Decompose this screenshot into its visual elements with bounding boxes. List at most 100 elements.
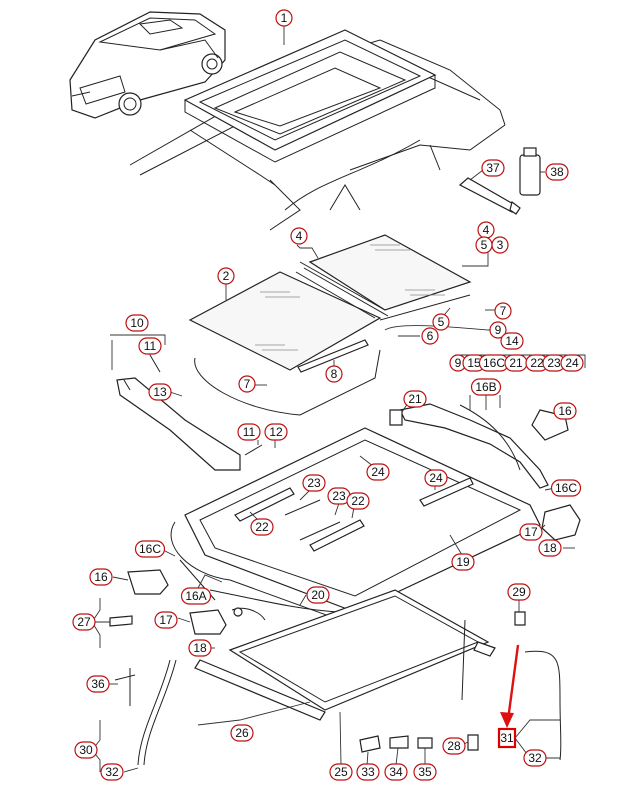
callout-p20-badge xyxy=(306,586,330,604)
callout-p10-text: 10 xyxy=(130,316,144,330)
callout-p24a: 24 xyxy=(560,354,584,372)
callout-p4a-badge xyxy=(290,227,308,245)
part-38-bottle-icon xyxy=(519,147,541,196)
callout-p24a-badge xyxy=(560,354,584,372)
small-hardware xyxy=(359,611,526,753)
callout-p29-badge xyxy=(507,583,531,601)
callout-p16c_a: 16C xyxy=(478,354,510,372)
callout-p16b: 16B xyxy=(470,378,502,396)
callout-p5a-text: 5 xyxy=(481,238,488,252)
callout-p4a: 4 xyxy=(290,227,308,245)
callout-p16-badge xyxy=(553,402,577,420)
callout-p18b: 18 xyxy=(188,639,212,657)
callout-p31: 31 xyxy=(497,727,517,749)
callout-p22c-text: 22 xyxy=(255,520,269,534)
callout-p18b-text: 18 xyxy=(193,641,207,655)
callout-p5a: 5 xyxy=(475,236,493,254)
callout-p20-text: 20 xyxy=(311,588,325,602)
callout-p6: 6 xyxy=(421,327,439,345)
callout-p35-text: 35 xyxy=(418,765,432,779)
callout-p37-text: 37 xyxy=(486,161,500,175)
callout-p7a-badge xyxy=(494,302,512,320)
callout-p16d: 16 xyxy=(89,568,113,586)
callout-p35: 35 xyxy=(413,763,437,781)
callout-p13: 13 xyxy=(148,383,172,401)
callout-p12-text: 12 xyxy=(269,425,283,439)
callout-p16c_a-text: 16C xyxy=(483,356,505,370)
callout-p15: 15 xyxy=(462,354,486,372)
part-4-front-glass-panel xyxy=(308,234,472,311)
callout-p8: 8 xyxy=(325,365,343,383)
callout-p17a-text: 17 xyxy=(524,525,538,539)
callout-p27-badge xyxy=(72,613,96,631)
callout-p7b-text: 7 xyxy=(244,377,251,391)
callout-p7a-text: 7 xyxy=(500,304,507,318)
callout-p24c-text: 24 xyxy=(429,471,443,485)
callout-p7a: 7 xyxy=(494,302,512,320)
callout-p36-text: 36 xyxy=(91,677,105,691)
callout-p21b-text: 21 xyxy=(408,392,422,406)
callout-p16c_c-text: 16C xyxy=(139,542,161,556)
callout-p38-text: 38 xyxy=(550,165,564,179)
callout-p18a-badge xyxy=(538,539,562,557)
callout-p16c_c-badge xyxy=(134,540,166,558)
callout-p13-text: 13 xyxy=(153,385,167,399)
callout-p16c_b-badge xyxy=(550,479,582,497)
callout-p11a-text: 11 xyxy=(144,339,157,353)
callout-p13-badge xyxy=(148,383,172,401)
callout-p16b-badge xyxy=(470,378,502,396)
callout-p1-text: 1 xyxy=(281,11,288,25)
callout-p23a: 23 xyxy=(542,354,566,372)
callout-p16b-text: 16B xyxy=(475,380,496,394)
callout-p31-text: 31 xyxy=(500,731,514,745)
callout-p23b-text: 23 xyxy=(307,476,321,490)
callout-p32b: 32 xyxy=(523,749,547,767)
callout-p6-text: 6 xyxy=(427,329,434,343)
callout-p19-badge xyxy=(451,553,475,571)
callout-p6-badge xyxy=(421,327,439,345)
callout-p11a: 11 xyxy=(138,337,162,355)
callout-p3a-badge xyxy=(491,236,509,254)
callout-p14: 14 xyxy=(500,332,524,350)
callout-p25-text: 25 xyxy=(334,765,348,779)
callout-p32a: 32 xyxy=(100,763,124,781)
callout-p17b-badge xyxy=(154,611,178,629)
callout-p7b-badge xyxy=(238,375,256,393)
callout-p16d-text: 16 xyxy=(94,570,108,584)
callout-p2: 2 xyxy=(217,267,235,285)
callout-p10-badge xyxy=(125,314,149,332)
callout-p18a-text: 18 xyxy=(543,541,557,555)
callout-p24b-text: 24 xyxy=(371,465,385,479)
callout-p32b-badge xyxy=(523,749,547,767)
callout-p22a-text: 22 xyxy=(530,356,544,370)
callout-p21b-badge xyxy=(403,390,427,408)
callout-p5b-text: 5 xyxy=(438,315,445,329)
callout-p17b-text: 17 xyxy=(159,613,173,627)
callout-p3a-text: 3 xyxy=(497,238,504,252)
callout-p1: 1 xyxy=(275,9,293,27)
callout-p29: 29 xyxy=(507,583,531,601)
part-25-sun-blind xyxy=(194,589,496,721)
callout-p9a-text: 9 xyxy=(495,323,502,337)
callout-p23a-text: 23 xyxy=(547,356,561,370)
callout-p12-badge xyxy=(264,423,288,441)
callout-p4b-text: 4 xyxy=(483,223,490,237)
callout-p9a-badge xyxy=(489,321,507,339)
callout-p7b: 7 xyxy=(238,375,256,393)
callout-p36-badge xyxy=(86,675,110,693)
callout-p19-text: 19 xyxy=(456,555,470,569)
callout-p24b-badge xyxy=(366,463,390,481)
callout-p9b-text: 9 xyxy=(455,356,462,370)
callout-p22c-badge xyxy=(250,518,274,536)
callout-p17a: 17 xyxy=(519,523,543,541)
callout-p11b-text: 11 xyxy=(243,425,256,439)
callout-p16d-badge xyxy=(89,568,113,586)
part-1-roof-frame xyxy=(183,29,437,186)
callout-p26-badge xyxy=(230,724,254,742)
callout-p20: 20 xyxy=(306,586,330,604)
callout-p16: 16 xyxy=(553,402,577,420)
callout-p21b: 21 xyxy=(403,390,427,408)
callout-p24a-text: 24 xyxy=(565,356,579,370)
